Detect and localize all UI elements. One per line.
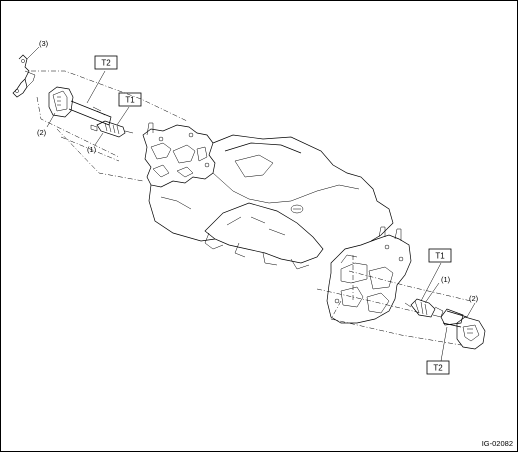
figure-id: IG-02082 [482, 439, 513, 448]
callout-part-2-bottom: (2) [469, 294, 479, 303]
leader-part-2-bottom [466, 302, 476, 318]
leader-t2-bottom [440, 326, 448, 362]
callout-part-2-top: (2) [37, 128, 47, 137]
ignition-coil-top [48, 86, 112, 126]
leader-part-1-top [94, 132, 104, 146]
spark-plug-bottom [404, 298, 444, 318]
leader-t1-bottom [420, 262, 442, 302]
leader-part-1-bottom [424, 282, 440, 304]
torque-label-t2-top: T2 [101, 59, 111, 68]
leader-part-3 [26, 46, 40, 60]
callout-part-3-top: (3) [39, 39, 49, 48]
ignition-coil-bottom [440, 308, 486, 350]
callout-part-1-bottom: (1) [441, 275, 451, 284]
torque-label-t1-bottom: T1 [435, 252, 445, 261]
torque-box-t1-top [118, 92, 142, 107]
install-path-top [31, 70, 188, 182]
leader-t1-top [116, 106, 130, 126]
torque-box-t1-bottom [428, 248, 452, 263]
leader-part-2-top [46, 112, 56, 128]
torque-label-t1-top: T1 [125, 96, 135, 105]
engine-block [142, 122, 412, 324]
install-path-bottom [316, 255, 472, 346]
leader-t2-top [86, 70, 106, 104]
bracket-part-3 [12, 54, 36, 98]
spark-plug-top [90, 120, 134, 138]
torque-label-t2-bottom: T2 [433, 364, 443, 373]
torque-box-t2-top [94, 55, 118, 70]
torque-box-t2-bottom [426, 360, 450, 375]
